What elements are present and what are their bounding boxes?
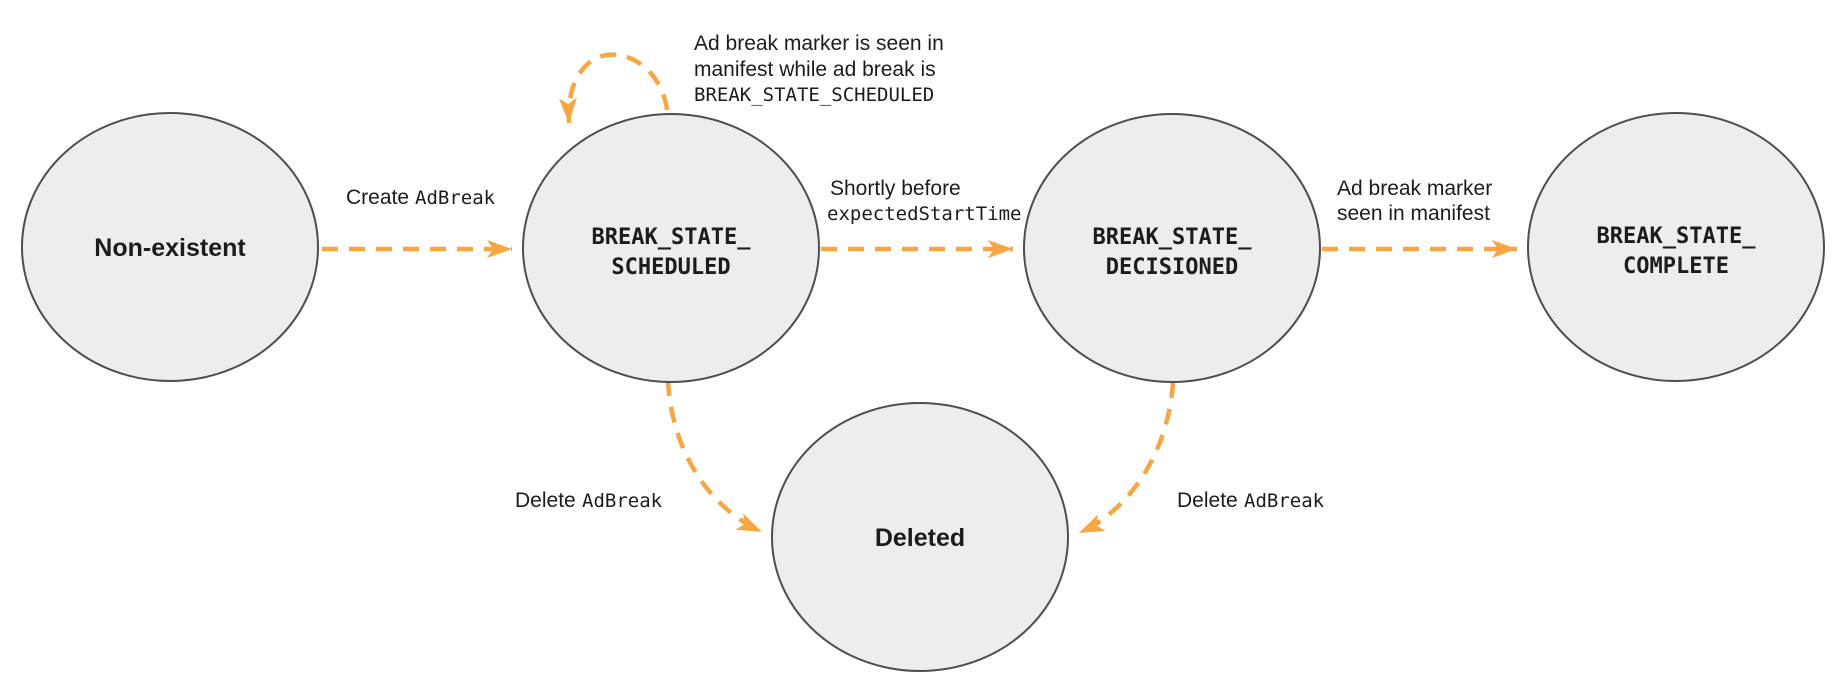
node-break-state-scheduled [522,113,820,383]
label-delete-adbreak-left-code: AdBreak [582,490,663,512]
label-create-adbreak-code: AdBreak [415,187,496,209]
edge-group [322,52,1517,536]
label-marker-seen-line2: seen in manifest [1337,202,1490,225]
edge-scheduled-to-deleted [665,379,763,535]
node-non-existent [21,112,319,382]
label-marker-seen-line1: Ad break marker [1337,177,1492,200]
edge-label-group: Create AdBreak Shortly before expectedSt… [346,32,1492,512]
node-non-existent-label: Non-existent [94,234,246,262]
edge-self-loop-scheduled [558,52,670,124]
node-break-state-complete-label-line1: BREAK_STATE_ [1597,224,1757,249]
node-break-state-scheduled-label-line2: SCHEDULED [611,255,730,280]
label-self-loop-line2: manifest while ad break is [694,58,936,81]
node-deleted-label: Deleted [875,524,965,552]
node-break-state-decisioned-label-line1: BREAK_STATE_ [1093,225,1253,250]
label-delete-adbreak-right-code: AdBreak [1244,490,1325,512]
label-self-loop-line1: Ad break marker is seen in [694,32,944,55]
label-self-loop-code: BREAK_STATE_SCHEDULED [694,84,934,106]
node-break-state-complete [1527,112,1825,382]
node-break-state-decisioned-label-line2: DECISIONED [1106,255,1238,280]
node-break-state-decisioned [1023,113,1321,383]
node-break-state-scheduled-label-line1: BREAK_STATE_ [592,225,752,250]
label-delete-adbreak-left-plain: Delete [515,489,576,512]
edge-decisioned-to-deleted [1078,381,1176,536]
label-expected-start-time-code: expectedStartTime [827,203,1021,225]
node-break-state-complete-label-line2: COMPLETE [1623,254,1729,279]
label-create-adbreak-plain: Create [346,186,409,209]
node-group: Non-existent BREAK_STATE_ SCHEDULED BREA… [21,112,1825,672]
node-deleted [771,402,1069,672]
label-delete-adbreak-right-plain: Delete [1177,489,1238,512]
label-shortly-before: Shortly before [830,177,961,200]
